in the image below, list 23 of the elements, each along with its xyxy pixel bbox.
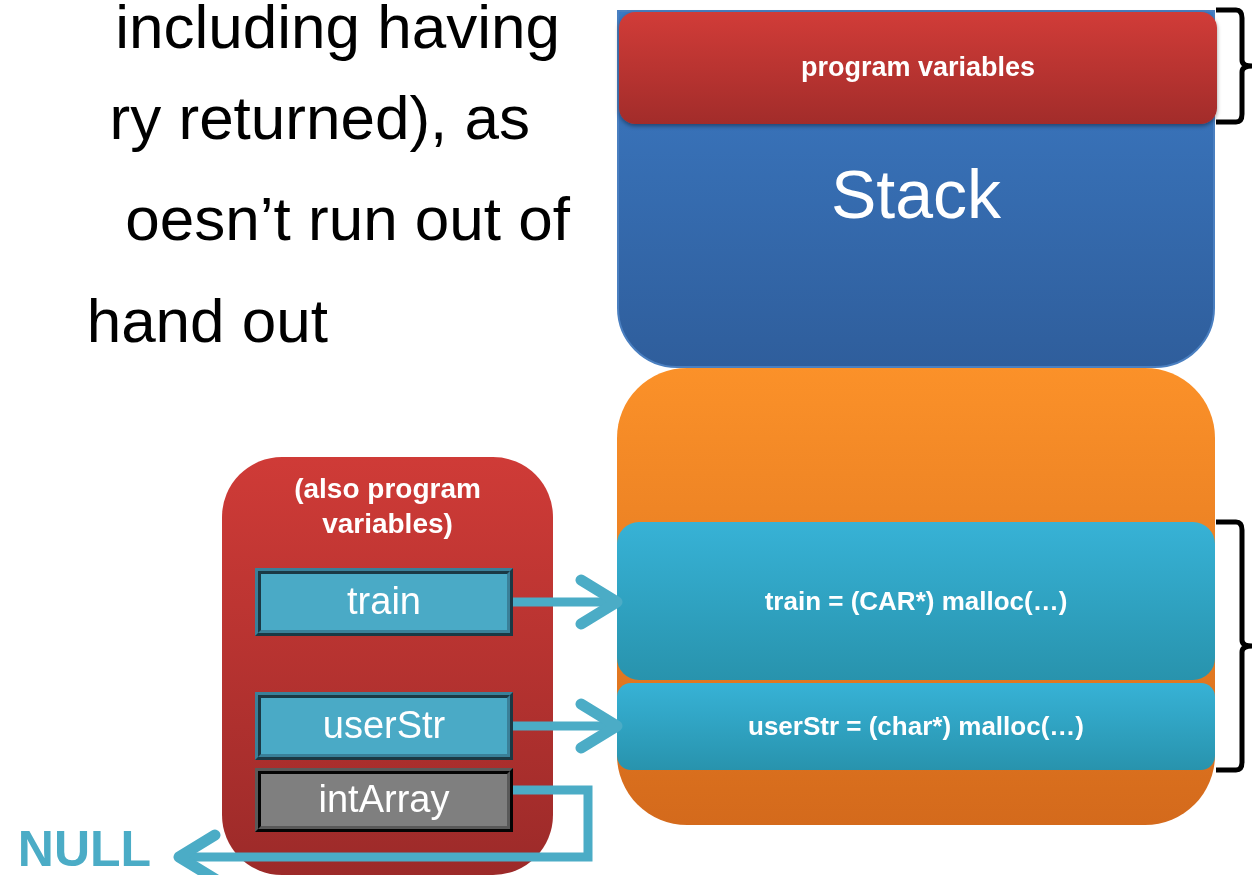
arrow — [173, 785, 593, 875]
stack-region — [617, 10, 1215, 368]
pointer-variable-box — [255, 568, 513, 636]
variable-text: userStr = (char*) malloc(…) — [748, 710, 1084, 743]
body-text: hand out — [86, 290, 328, 352]
panel-heading: (also program variables) — [293, 472, 482, 541]
region-title: Stack — [830, 155, 1002, 234]
pointer-variables-panel — [222, 457, 553, 875]
allocation-block — [617, 683, 1215, 770]
arrow — [513, 574, 623, 630]
null-text: NULL — [17, 819, 152, 875]
variable-text: train — [347, 579, 421, 625]
body-text: oesn’t run out of — [125, 188, 570, 250]
pointer-variable-box — [255, 768, 513, 832]
program-variables-bar — [619, 12, 1217, 124]
variable-text: userStr — [322, 703, 446, 749]
variable-text: program variables — [800, 51, 1036, 85]
variable-text: intArray — [318, 777, 450, 823]
allocation-block — [617, 522, 1215, 680]
arrow — [513, 698, 623, 754]
pointer-variable-box — [255, 692, 513, 760]
heap-region — [617, 368, 1215, 825]
variable-text: train = (CAR*) malloc(…) — [764, 584, 1068, 618]
